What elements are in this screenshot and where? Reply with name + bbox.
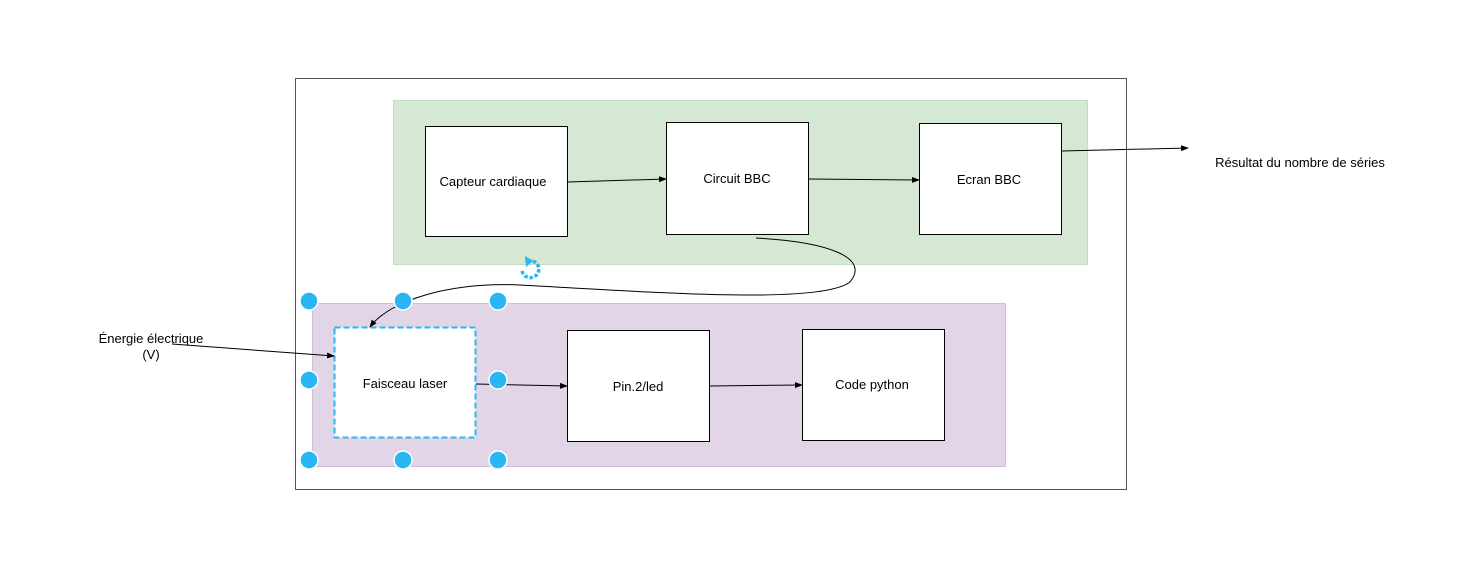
energie-label-line1: Énergie électrique: [99, 331, 204, 346]
node-ecran-label: Ecran BBC: [957, 172, 1021, 187]
resize-handle-bottom[interactable]: [393, 450, 413, 470]
edge-capteur-to-circuit[interactable]: [567, 176, 667, 183]
edge-ecran-to-resultat[interactable]: [1061, 145, 1189, 152]
rotate-icon[interactable]: [520, 256, 541, 280]
node-capteur-label: Capteur cardiaque: [440, 174, 547, 189]
edge-circuit-to-faisceau-curved[interactable]: [369, 237, 856, 328]
node-faisceau-laser[interactable]: Faisceau laser: [333, 326, 477, 439]
resize-handle-bottom-right[interactable]: [488, 450, 508, 470]
resize-handle-top-right[interactable]: [488, 291, 508, 311]
selection-handles: [299, 291, 508, 470]
edge-pin-to-code[interactable]: [709, 382, 803, 389]
edge-energie-to-faisceau[interactable]: [171, 343, 335, 359]
edge-circuit-to-ecran[interactable]: [808, 176, 920, 183]
resize-handle-bottom-left[interactable]: [299, 450, 319, 470]
node-code-label: Code python: [835, 377, 909, 392]
energie-label-line2: (V): [142, 347, 159, 362]
node-pin-led[interactable]: Pin.2/led: [567, 330, 710, 442]
resize-handle-right[interactable]: [488, 370, 508, 390]
resultat-label: Résultat du nombre de séries: [1215, 155, 1385, 170]
node-circuit-label: Circuit BBC: [703, 171, 770, 186]
resize-handle-left[interactable]: [299, 370, 319, 390]
node-code-python[interactable]: Code python: [802, 329, 945, 441]
node-ecran-bbc[interactable]: Ecran BBC: [919, 123, 1062, 235]
node-pin-label: Pin.2/led: [613, 379, 664, 394]
node-circuit-bbc[interactable]: Circuit BBC: [666, 122, 809, 235]
resize-handle-top[interactable]: [393, 291, 413, 311]
node-capteur-cardiaque[interactable]: Capteur cardiaque: [425, 126, 568, 237]
node-faisceau-label: Faisceau laser: [363, 376, 448, 391]
resize-handle-top-left[interactable]: [299, 291, 319, 311]
